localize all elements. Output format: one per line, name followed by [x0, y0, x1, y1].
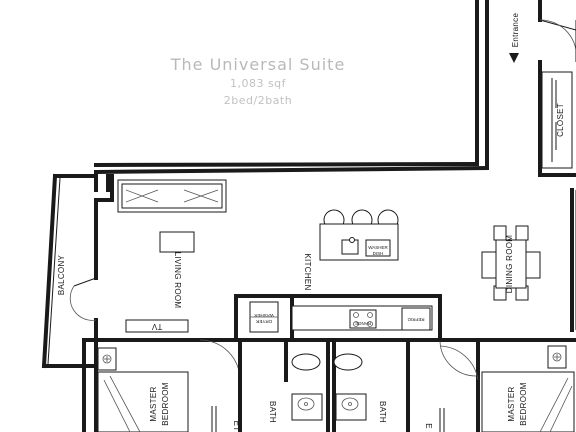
- dining-door-arc: [439, 339, 477, 377]
- master-bedroom-left-line2: BEDROOM: [161, 382, 170, 425]
- right-bath-fixtures: [333, 353, 367, 421]
- plan-layout: 2bed/2bath: [224, 94, 292, 107]
- tv-label: TV: [151, 322, 162, 331]
- right-closet-partial: [439, 408, 445, 432]
- plan-title: The Universal Suite: [170, 55, 346, 74]
- left-bedroom-furniture: [97, 347, 189, 432]
- balcony-door[interactable]: [69, 277, 97, 321]
- dining-table: [481, 225, 541, 301]
- entrance-arrow-icon: [509, 53, 519, 63]
- exterior-walls: [41, 170, 202, 432]
- master-bedroom-right-line1: MASTER: [507, 386, 516, 421]
- closet-left-label: ET: [232, 421, 241, 432]
- island-dish-label: DISH: [373, 251, 384, 256]
- coffee-table: [159, 231, 195, 253]
- dryer-label: DRYER: [255, 319, 271, 324]
- refrigerator-label: REFRIG: [407, 317, 425, 322]
- left-bath-fixtures: [291, 353, 323, 421]
- bath-left-label: BATH: [268, 401, 277, 423]
- balcony-label: BALCONY: [57, 254, 66, 295]
- right-exterior-wall: [478, 188, 576, 342]
- closet-right-label: E: [424, 423, 433, 429]
- kitchen-label: KITCHEN: [303, 253, 312, 290]
- plan-area: 1,083 sqf: [230, 77, 287, 90]
- balcony-railing: [47, 177, 61, 365]
- entrance-closet: [541, 71, 573, 169]
- right-bedroom-furniture: [481, 345, 575, 432]
- sofa: [117, 179, 227, 213]
- dining-room-label: DINING ROOM: [505, 235, 514, 293]
- bath-walls: [82, 338, 480, 432]
- entrance-door[interactable]: [539, 19, 576, 62]
- kitchen-counter: [290, 294, 442, 342]
- living-room-label: LIVING ROOM: [173, 252, 182, 309]
- master-bedroom-right-line2: BEDROOM: [519, 382, 528, 425]
- master-bedroom-left-line1: MASTER: [149, 386, 158, 421]
- kitchen-island: [319, 209, 399, 261]
- right-bedroom-door-arc: [439, 345, 479, 381]
- bath-right-label: BATH: [378, 401, 387, 423]
- left-closet-partial: [211, 406, 217, 432]
- corridor-walls: [93, 0, 576, 177]
- tv-stand: [125, 319, 189, 333]
- washer-label: WASHER: [253, 313, 273, 318]
- living-door-arc: [199, 339, 241, 381]
- closet-label: CLOSET: [556, 103, 565, 137]
- range-label: RANGE: [355, 321, 371, 326]
- entrance-label: Entrance: [511, 13, 520, 48]
- island-washer-label: WASHER: [368, 245, 388, 250]
